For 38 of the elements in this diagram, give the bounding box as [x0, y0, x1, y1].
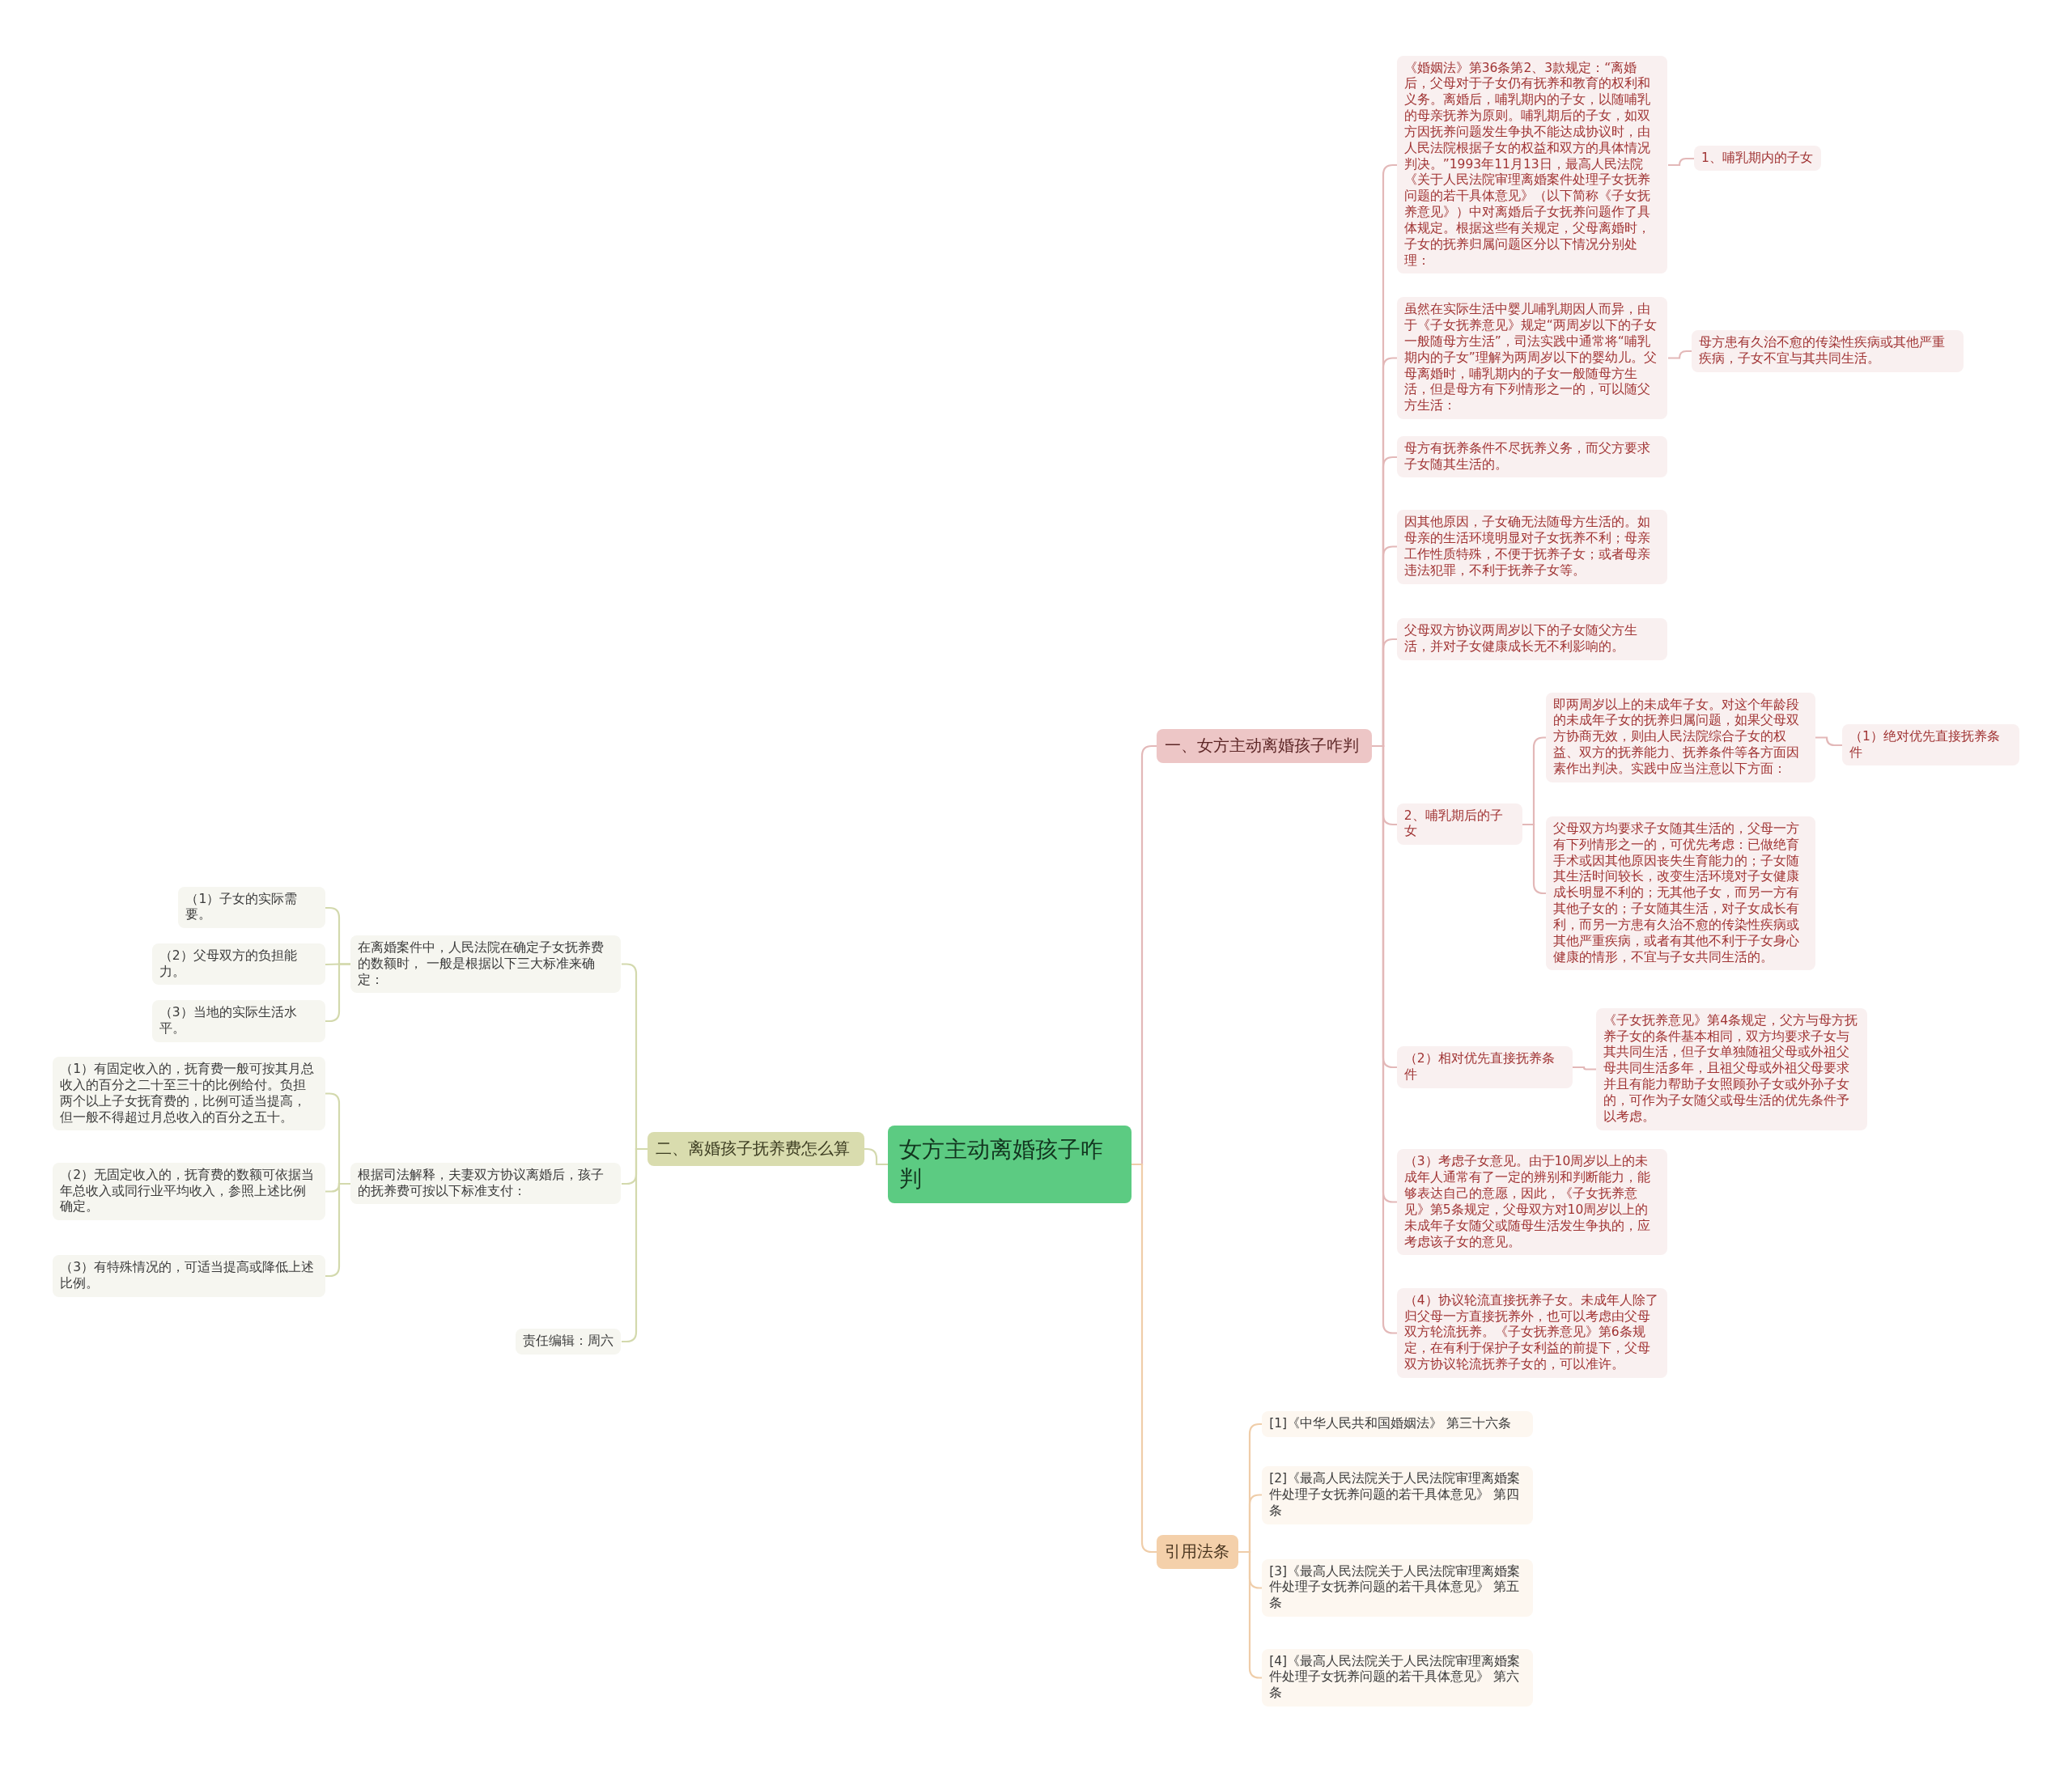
branch-topic-box: 一、女方主动离婚孩子咋判	[1156, 729, 1372, 763]
topic-box: 根据司法解释，夫妻双方协议离婚后，孩子的抚养费可按以下标准支付：	[350, 1162, 622, 1205]
topic-box: 母方患有久治不愈的传染性疾病或其他严重疾病，子女不宜与其共同生活。	[1691, 330, 1964, 372]
connector-line	[1668, 157, 1694, 167]
connector-line	[1815, 736, 1842, 747]
connector-line	[1573, 1066, 1596, 1071]
topic-box: [4]《最高人民法院关于人民法院审理离婚案件处理子女抚养问题的若干具体意见》 第六条	[1262, 1648, 1533, 1707]
topic-box: （1）绝对优先直接抚养条件	[1841, 723, 2019, 766]
central-topic-box: 女方主动离婚孩子咋判	[888, 1126, 1132, 1203]
topic-box: 1、哺乳期内的子女	[1694, 145, 1821, 172]
topic-box: 父母双方均要求子女随其生活的，父母一方有下列情形之一的，可优先考虑：已做绝育手术或因其他原因丧失生育能力的；子女随其生活时间较长，改变生活环境对子女健康成长明显不利的；无其他子女，而另一方有其他子女的；子女随其生活，对子女成长有利，而另一方患有久治不愈的传染性疾病或其他严重疾病，或者有其他不利于子女身心健康的情形，不宜与子女共同生活的。	[1546, 816, 1816, 971]
branch-topic-box: 引用法条	[1156, 1535, 1238, 1569]
connector-line	[864, 1147, 888, 1166]
topic-box: 责任编辑：周六	[515, 1329, 622, 1355]
topic-box: （3）有特殊情况的，可适当提高或降低上述比例。	[53, 1255, 325, 1297]
topic-box: （2）无固定收入的，抚育费的数额可依据当年总收入或同行业平均收入，参照上述比例确定。	[53, 1162, 325, 1221]
connector-line	[1668, 350, 1692, 359]
topic-box: （2）父母双方的负担能力。	[151, 943, 325, 986]
topic-box: 因其他原因，子女确无法随母方生活的。如母亲的生活环境明显对子女抚养不利；母亲工作性质特殊，不便于抚养子女；或者母亲违法犯罪，不利于抚养子女等。	[1396, 510, 1668, 584]
topic-box: （3）考虑子女意见。由于10周岁以上的未成年人通常有了一定的辨别和判断能力，能够表达自己的意愿，因此，《子女抚养意见》第5条规定，父母双方对10周岁以上的未成年子女随父或随母生活发生争执的，应考虑该子女的意见。	[1396, 1149, 1668, 1256]
topic-box: 2、哺乳期后的子女	[1396, 803, 1522, 846]
connector-line	[1238, 1550, 1262, 1679]
topic-box: 《子女抚养意见》第4条规定，父方与母方抚养子女的条件基本相同，双方均要求子女与其共同生活，但子女单独随祖父母或外祖父母共同生活多年，且祖父母或外祖父母要求并且有能力帮助子女照顾孙子女或外孙子女的，可作为子女随父或母生活的优先条件予以考虑。	[1596, 1007, 1867, 1130]
topic-box: （4）协议轮流直接抚养子女。未成年人除了归父母一方直接抚养外，也可以考虑由父母双方轮流抚养。《子女抚养意见》第6条规定，在有利于保护子女利益的前提下，父母双方协议轮流抚养子女的，可以准许。	[1396, 1287, 1668, 1378]
topic-box: [3]《最高人民法院关于人民法院审理离婚案件处理子女抚养问题的若干具体意见》 第五条	[1262, 1558, 1533, 1617]
topic-box: （1）有固定收入的，抚育费一般可按其月总收入的百分之二十至三十的比例给付。负担两个以上子女抚育费的，比例可适当提高，但一般不得超过月总收入的百分之五十。	[53, 1057, 325, 1131]
topic-box: [1]《中华人民共和国婚姻法》 第三十六条	[1262, 1410, 1533, 1437]
topic-box: 《婚姻法》第36条第2、3款规定：“离婚后，父母对于子女仍有抚养和教育的权利和义务。离婚后，哺乳期内的子女，以随哺乳的母亲抚养为原则。哺乳期后的子女，如双方因抚养问题发生争执不能达成协议时，由人民法院根据子女的权益和双方的具体情况判决。”1993年11月13日，最高人民法院《关于人民法院审理离婚案件处理子女抚养问题的若干具体意见》（以下简称《子女抚养意见》）中对离婚后子女抚养问题作了具体规定。根据这些有关规定，父母离婚时，子女的抚养归属问题区分以下情况分别处理：	[1396, 55, 1668, 274]
topic-box: （2）相对优先直接抚养条件	[1396, 1046, 1573, 1088]
topic-box: 在离婚案件中，人民法院在确定子女抚养费的数额时， 一般是根据以下三大标准来确定：	[350, 935, 622, 994]
topic-box: [2]《最高人民法院关于人民法院审理离婚案件处理子女抚养问题的若干具体意见》 第四条	[1262, 1466, 1533, 1524]
topic-box: （1）子女的实际需要。	[178, 886, 325, 929]
topic-box: 虽然在实际生活中婴儿哺乳期因人而异，由于《子女抚养意见》规定“两周岁以下的子女一般随母方生活”，司法实践中通常将“哺乳期内的子女”理解为两周岁以下的婴幼儿。父母离婚时，哺乳期内的子女一般随母方生活，但是母方有下列情形之一的，可以随父方生活：	[1396, 297, 1668, 420]
topic-box: （3）当地的实际生活水平。	[151, 999, 325, 1042]
topic-box: 父母双方协议两周岁以下的子女随父方生活，并对子女健康成长无不利影响的。	[1396, 618, 1668, 660]
topic-box: 母方有抚养条件不尽抚养义务，而父方要求子女随其生活的。	[1396, 435, 1668, 478]
branch-topic-box: 二、离婚孩子抚养费怎么算	[648, 1132, 864, 1166]
topic-box: 即两周岁以上的未成年子女。对这个年龄段的未成年子女的抚养归属问题，如果父母双方协商无效，则由人民法院综合子女的权益、双方的抚养能力、抚养条件等各方面因素作出判决。实践中应当注意以下方面：	[1546, 692, 1816, 782]
